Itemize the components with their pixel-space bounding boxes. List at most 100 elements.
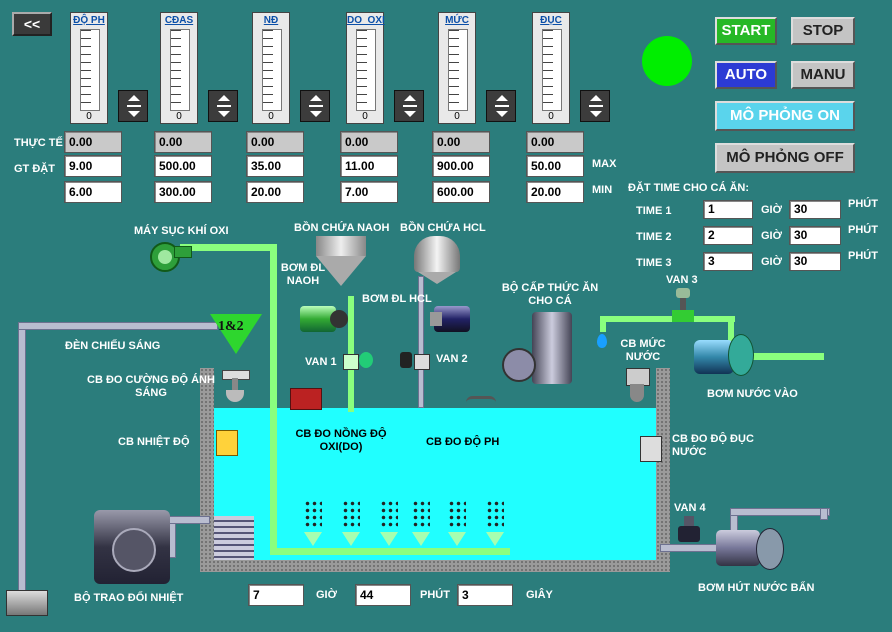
clock-minute: 44: [355, 584, 411, 606]
actual-value-2: 0.00: [154, 131, 212, 153]
light-sensor-icon: [222, 370, 250, 404]
gauge-title: NĐ: [263, 15, 279, 26]
feed-minute-input[interactable]: 30: [789, 226, 841, 245]
clock-second-label: GIÂY: [526, 589, 553, 601]
feed-hour-input[interactable]: 1: [703, 200, 753, 219]
temp-sensor-label: CB NHIỆT ĐỘ: [118, 436, 190, 448]
clock-second: 3: [457, 584, 513, 606]
min-input-1[interactable]: 6.00: [64, 181, 122, 203]
arrow-up-icon[interactable]: [590, 95, 602, 101]
max-input-1[interactable]: 9.00: [64, 155, 122, 177]
min-input-6[interactable]: 20.00: [526, 181, 584, 203]
gauge-stepper-6[interactable]: [580, 90, 610, 122]
max-input-5[interactable]: 900.00: [432, 155, 490, 177]
valve2-icon: [400, 350, 430, 372]
setpoint-label: GT ĐẶT: [14, 163, 55, 175]
gauge-stepper-1[interactable]: [118, 90, 148, 122]
actual-value-3: 0.00: [246, 131, 304, 153]
level-sensor-label: CB MỨC NƯỚC: [620, 338, 666, 363]
turbidity-sensor-label: CB ĐO ĐỘ ĐỤC NƯỚC: [672, 433, 754, 458]
gauge-stepper-4[interactable]: [394, 90, 424, 122]
arrow-down-icon[interactable]: [310, 111, 322, 117]
gauge-stepper-2[interactable]: [208, 90, 238, 122]
divider-icon: [495, 105, 509, 107]
arrow-up-icon[interactable]: [496, 95, 508, 101]
gauge-stepper-3[interactable]: [300, 90, 330, 122]
valve1-label: VAN 1: [305, 356, 337, 368]
naoh-tank-label: BỒN CHỨA NAOH: [294, 222, 390, 234]
simulation-off-button[interactable]: MÔ PHỎNG OFF: [715, 143, 855, 173]
feed-minute-input[interactable]: 30: [789, 200, 841, 219]
arrow-down-icon[interactable]: [404, 111, 416, 117]
divider-icon: [309, 105, 323, 107]
gauge-zero: 0: [454, 111, 460, 122]
gauge-zero: 0: [176, 111, 182, 122]
inlet-pump-label: BƠM NƯỚC VÀO: [707, 388, 798, 400]
hcl-pump-label: BƠM ĐL HCL: [362, 293, 432, 305]
bubbler-icon: [484, 500, 506, 548]
feed-hour-label: GIỜ: [761, 204, 782, 216]
max-input-3[interactable]: 35.00: [246, 155, 304, 177]
feeder-label: BỘ CẤP THỨC ĂN CHO CÁ: [501, 282, 599, 307]
gauge-zero: 0: [362, 111, 368, 122]
actual-value-4: 0.00: [340, 131, 398, 153]
arrow-up-icon[interactable]: [310, 95, 322, 101]
arrow-up-icon[interactable]: [404, 95, 416, 101]
min-input-2[interactable]: 300.00: [154, 181, 212, 203]
gauge-scale: [542, 29, 562, 111]
start-button[interactable]: START: [715, 17, 777, 45]
ph-sensor-icon: [466, 396, 496, 409]
valve3-label: VAN 3: [666, 274, 698, 286]
feed-hour-input[interactable]: 2: [703, 226, 753, 245]
max-input-2[interactable]: 500.00: [154, 155, 212, 177]
gauge-scale: [448, 29, 468, 111]
light-badge: 1&2: [218, 319, 244, 334]
gauge-scale: [170, 29, 190, 111]
gauge-title: ĐỤC: [540, 15, 562, 26]
feed-minute-input[interactable]: 30: [789, 252, 841, 271]
min-input-3[interactable]: 20.00: [246, 181, 304, 203]
status-lamp: [642, 36, 692, 86]
valve3-icon: [670, 288, 696, 324]
water-drop-icon: [597, 334, 607, 348]
outlet-pump-label: BƠM HÚT NƯỚC BẨN: [698, 582, 815, 594]
simulation-on-button[interactable]: MÔ PHỎNG ON: [715, 101, 855, 131]
valve2-label: VAN 2: [436, 353, 468, 365]
actual-value-6: 0.00: [526, 131, 584, 153]
max-label: MAX: [592, 158, 617, 170]
auto-button[interactable]: AUTO: [715, 61, 777, 89]
manu-button[interactable]: MANU: [791, 61, 855, 89]
feed-time-label: TIME 1: [636, 205, 672, 217]
gauge-4: DO_OXI 0: [346, 12, 385, 124]
gauge-zero: 0: [86, 111, 92, 122]
feed-hour-label: GIỜ: [761, 230, 782, 242]
stop-button[interactable]: STOP: [791, 17, 855, 45]
hcl-tank-label: BỒN CHỨA HCL: [400, 222, 486, 234]
naoh-pump-label: BƠM ĐL NAOH: [280, 262, 326, 287]
arrow-down-icon[interactable]: [128, 111, 140, 117]
back-button[interactable]: <<: [12, 12, 52, 36]
bubbler-icon: [446, 500, 468, 548]
light-sensor-label: CB ĐO CƯỜNG ĐỘ ÁNH SÁNG: [87, 374, 215, 399]
feed-hour-input[interactable]: 3: [703, 252, 753, 271]
gauge-stepper-5[interactable]: [486, 90, 516, 122]
gauge-title: DO_OXI: [347, 15, 385, 26]
turbidity-sensor-icon: [640, 436, 662, 462]
base-plate: [6, 590, 48, 616]
arrow-down-icon[interactable]: [590, 111, 602, 117]
ph-sensor-label: CB ĐO ĐỘ PH: [426, 436, 500, 448]
gauge-scale: [262, 29, 282, 111]
arrow-up-icon[interactable]: [218, 95, 230, 101]
gauge-title: ĐỘ PH: [73, 15, 105, 26]
arrow-down-icon[interactable]: [496, 111, 508, 117]
feed-minute-label: PHÚT: [848, 250, 878, 262]
max-input-4[interactable]: 11.00: [340, 155, 398, 177]
max-input-6[interactable]: 50.00: [526, 155, 584, 177]
min-input-5[interactable]: 600.00: [432, 181, 490, 203]
naoh-tank-icon: [316, 236, 366, 288]
min-input-4[interactable]: 7.00: [340, 181, 398, 203]
arrow-down-icon[interactable]: [218, 111, 230, 117]
arrow-up-icon[interactable]: [128, 95, 140, 101]
